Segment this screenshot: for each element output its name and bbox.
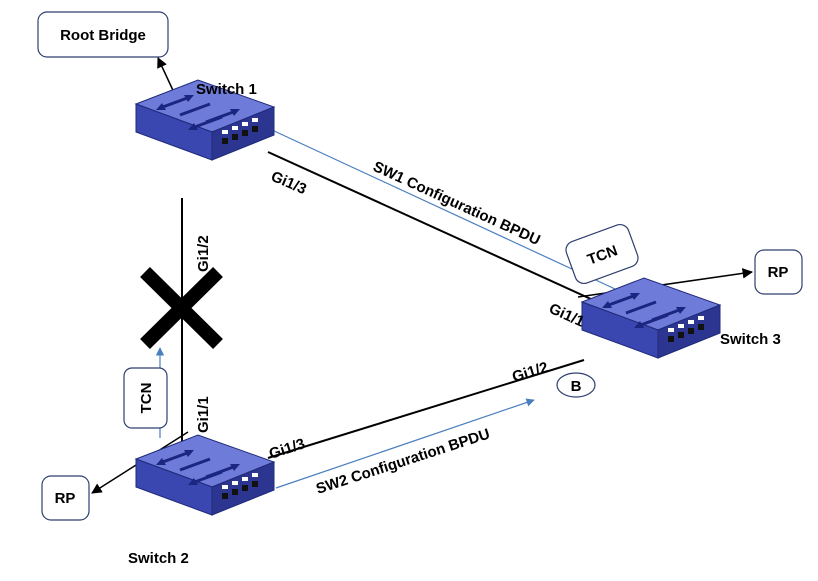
- root-bridge-box: [37, 11, 169, 58]
- sw3-gi12-label: Gi1/2: [510, 359, 550, 386]
- sw1-gi12-label: Gi1/2: [195, 235, 212, 272]
- link-sw2-sw3: [267, 359, 585, 459]
- tcn-left-label: TCN: [138, 383, 155, 414]
- rp-right-label: RP: [768, 264, 789, 281]
- sw3-gi11-label: Gi1/1: [546, 300, 586, 330]
- root-bridge-label: Root Bridge: [60, 27, 146, 44]
- switch3-icon: [580, 276, 722, 360]
- blocked-port-label: B: [571, 378, 582, 395]
- sw1-gi13-label: Gi1/3: [268, 168, 308, 198]
- switch2-label: Switch 2: [128, 550, 189, 567]
- sw1-bpdu-arrow: [271, 129, 629, 296]
- rp-right-box: [754, 249, 803, 295]
- switch3-label: Switch 3: [720, 331, 781, 348]
- sw1-bpdu-label: SW1 Configuration BPDU: [370, 158, 542, 249]
- blocked-port-marker: [556, 372, 596, 398]
- sw2-gi11-label: Gi1/1: [195, 396, 212, 433]
- tcn-left-box: [123, 367, 168, 429]
- switch2-icon: [134, 433, 276, 517]
- rp-left-box: [41, 475, 90, 521]
- link-failure-x-icon: [140, 267, 223, 349]
- sw2-bpdu-arrow: [275, 398, 535, 489]
- rp-left-label: RP: [55, 490, 76, 507]
- tcn-top-box: [565, 223, 639, 285]
- switch1-label: Switch 1: [196, 81, 257, 98]
- link-sw1-sw3: [267, 151, 616, 311]
- sw2-gi13-label: Gi1/3: [267, 435, 307, 463]
